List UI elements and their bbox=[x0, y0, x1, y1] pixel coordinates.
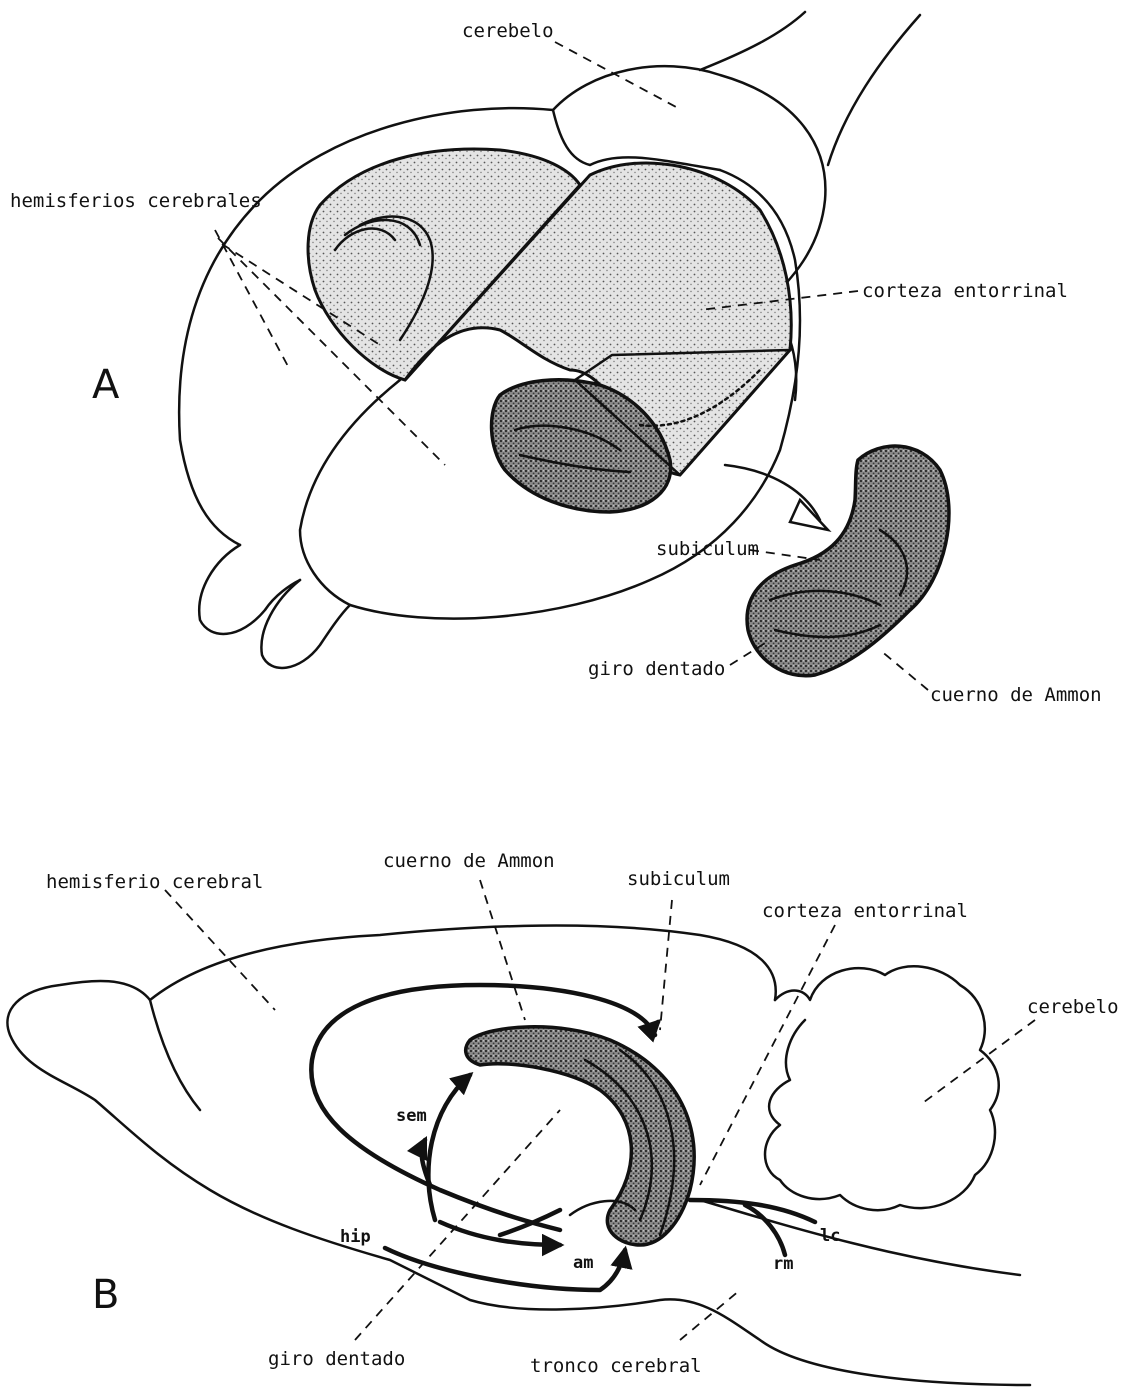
leader-b-cuerno bbox=[480, 880, 525, 1020]
label-a-corteza: corteza entorrinal bbox=[862, 282, 1068, 301]
label-b-lc: lc bbox=[820, 1228, 840, 1245]
olfactory-bulb-1 bbox=[199, 545, 300, 634]
leader-a-cuerno bbox=[880, 650, 928, 690]
leader-a-cerebelo bbox=[555, 42, 678, 108]
label-b-rm: rm bbox=[773, 1256, 793, 1273]
panel-b-leaders bbox=[165, 880, 1035, 1340]
panel-label-b: B bbox=[92, 1275, 119, 1315]
leader-b-tronco bbox=[680, 1290, 740, 1340]
brainstem-lower-b bbox=[700, 1200, 1020, 1275]
panel-label-a: A bbox=[92, 365, 119, 405]
label-b-cerebelo: cerebelo bbox=[1027, 998, 1119, 1017]
label-b-hip: hip bbox=[340, 1229, 371, 1246]
label-a-subiculum: subiculum bbox=[656, 540, 759, 559]
brainstem-outline-a bbox=[700, 12, 920, 165]
label-a-cerebelo: cerebelo bbox=[462, 22, 554, 41]
label-b-tronco: tronco cerebral bbox=[530, 1357, 702, 1376]
label-b-cuerno: cuerno de Ammon bbox=[383, 852, 555, 871]
label-b-sem: sem bbox=[396, 1108, 427, 1125]
cortex-top-outline bbox=[150, 926, 776, 1000]
leader-b-corteza bbox=[700, 925, 835, 1185]
cerebellum-b bbox=[765, 966, 999, 1210]
label-b-giro: giro dentado bbox=[268, 1350, 405, 1369]
olfactory-bulb-2 bbox=[261, 580, 350, 668]
label-b-subiculum: subiculum bbox=[627, 870, 730, 889]
hemisphere-midline bbox=[553, 110, 720, 170]
label-a-cuerno: cuerno de Ammon bbox=[930, 686, 1102, 705]
label-b-hemisferio: hemisferio cerebral bbox=[46, 873, 263, 892]
label-b-corteza: corteza entorrinal bbox=[762, 902, 968, 921]
leader-b-subiculum bbox=[660, 900, 672, 1030]
pathway-rm bbox=[745, 1205, 785, 1255]
panel-a-drawing bbox=[179, 12, 949, 676]
fornix-loop bbox=[311, 985, 655, 1230]
label-a-hemisferios: hemisferios cerebrales bbox=[10, 192, 262, 211]
label-a-giro: giro dentado bbox=[588, 660, 725, 679]
label-b-am: am bbox=[573, 1255, 593, 1272]
olfactory-line-b bbox=[150, 1000, 200, 1110]
leader-b-cerebelo bbox=[920, 1020, 1035, 1105]
